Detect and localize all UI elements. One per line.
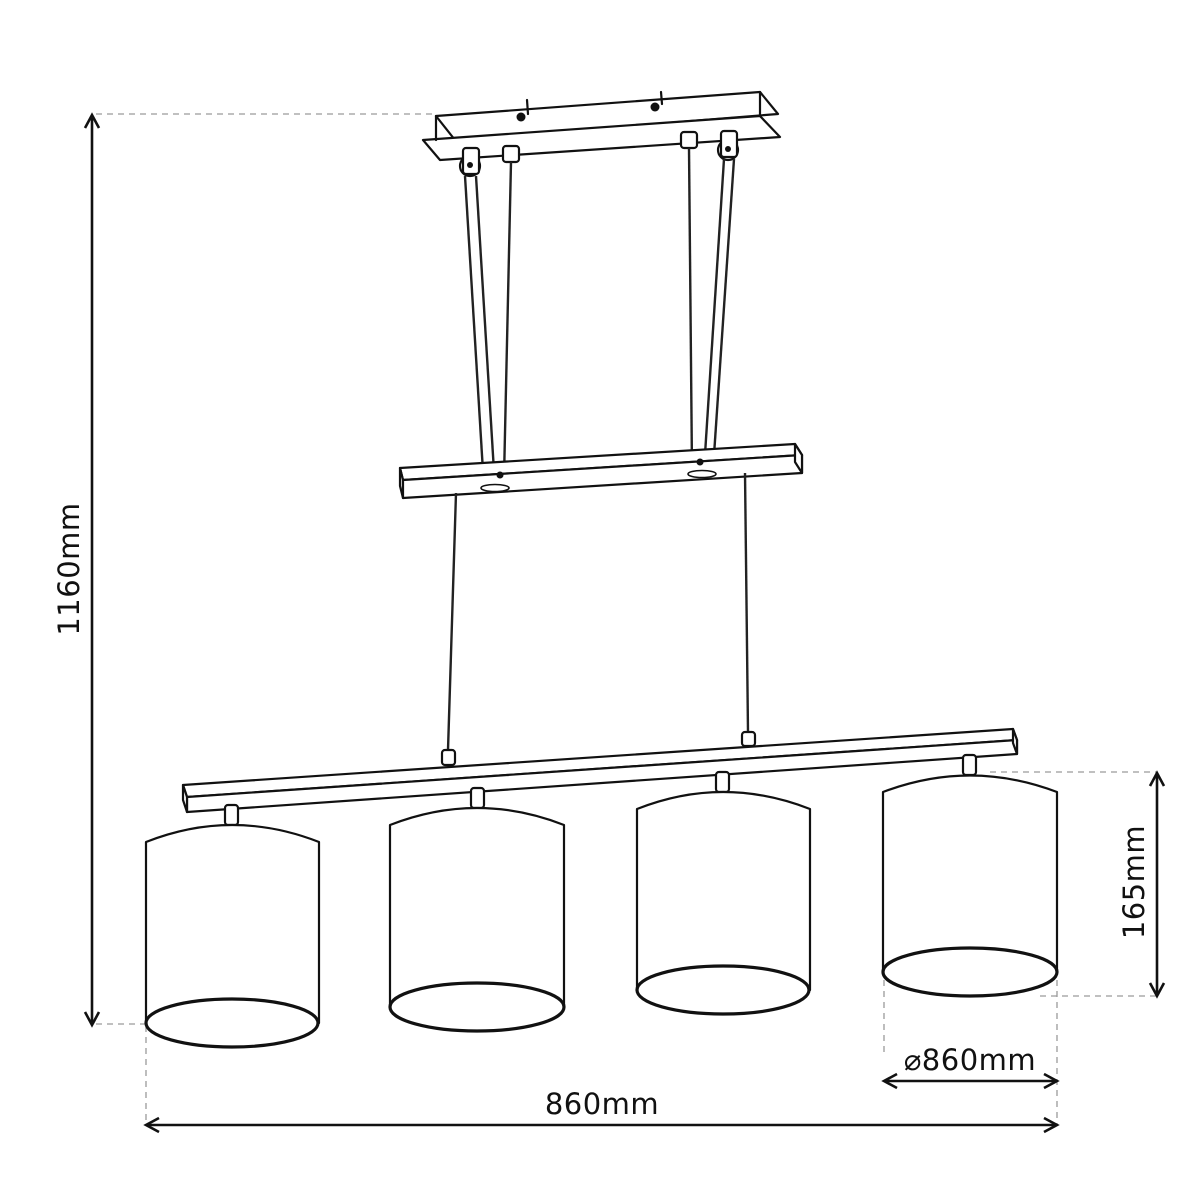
upper-cables	[463, 147, 736, 489]
guide-lines	[96, 113, 1156, 1124]
width-total-label: 860mm	[545, 1087, 659, 1121]
dimension-shade-height: 165mm	[1117, 770, 1166, 999]
dimension-shade-diameter: ⌀860mm	[881, 1043, 1060, 1090]
pulley-crossbar	[398, 442, 804, 500]
pulley-right	[716, 129, 740, 162]
main-bar	[181, 727, 1019, 814]
dimension-height-total: 1160mm	[52, 112, 101, 1028]
shade-diameter-label: ⌀860mm	[904, 1043, 1036, 1077]
lamp-shade-4	[881, 753, 1059, 998]
shade-height-label: 165mm	[1117, 825, 1151, 939]
lamp-shade-2	[388, 786, 566, 1033]
dimension-width-total: 860mm	[143, 1087, 1060, 1134]
main-bar-cable-caps	[440, 730, 757, 767]
height-total-label: 1160mm	[52, 502, 86, 635]
lamp-shade-3	[635, 770, 812, 1016]
cable-cap-right	[679, 130, 699, 150]
lower-cables	[446, 472, 750, 751]
cable-cap-left	[501, 144, 521, 164]
pulley-left	[458, 146, 482, 178]
lamp-shade-1	[144, 803, 321, 1049]
